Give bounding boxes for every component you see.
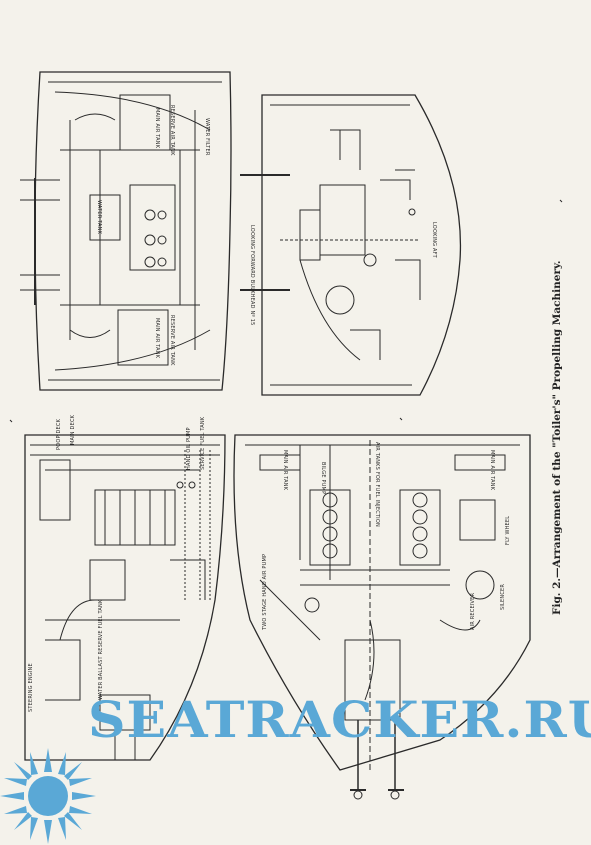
label-service-fuel-tank: SERVICE FUEL TANK (200, 416, 206, 470)
label-looking-aft: LOOKING AFT (431, 222, 437, 258)
label-looking-forward: LOOKING FORWARD BULKHEAD Nº 15 (249, 225, 255, 326)
label-steering-engine: STEERING ENGINE (28, 663, 34, 712)
label-hand-oil-pump: HAND OIL PUMP (186, 427, 192, 470)
label-main-air-tank-2: MAIN AIR TANK (154, 318, 160, 359)
label-main-deck: MAIN DECK (70, 414, 76, 445)
section-looking-aft (240, 94, 462, 396)
label-two-stage-hand-air-pump: TWO STAGE HAND AIR PUMP (262, 553, 268, 630)
section-looking-forward (20, 71, 232, 391)
side-elevation (24, 434, 226, 761)
label-fly-wheel: FLY WHEEL (505, 515, 511, 545)
label-air-receiver: AIR RECEIVER (470, 592, 476, 630)
label-main-air-tank-3: MAIN AIR TANK (282, 450, 288, 491)
label-fuel-injection: AIR TANKS FOR FUEL INJECTION (374, 442, 380, 527)
label-water-tank: WATER TANK (96, 200, 102, 235)
watermark-text: SEATRACKER.RU (88, 691, 591, 750)
label-bilge-pump: BILGE PUMP (320, 462, 326, 495)
label-water-filter: WATER FILTER (204, 118, 210, 156)
sun-burst-icon (0, 748, 96, 844)
figure-caption: Fig. 2.—Arrangement of the "Toiler's" Pr… (551, 260, 563, 615)
label-silencer: SILENCER (500, 583, 506, 610)
label-reserve-air-tank-1: RESERVE AIR TANK (169, 105, 175, 156)
label-main-air-tank-1: MAIN AIR TANK (154, 108, 160, 149)
plan-view (233, 434, 531, 800)
label-poop-deck: POOP DECK (56, 418, 62, 450)
label-main-air-tank-4: MAIN AIR TANK (489, 450, 495, 491)
label-reserve-air-tank-2: RESERVE AIR TANK (169, 315, 175, 366)
label-water-ballast: WATER BALLAST RESERVE FUEL TANK (98, 599, 104, 700)
